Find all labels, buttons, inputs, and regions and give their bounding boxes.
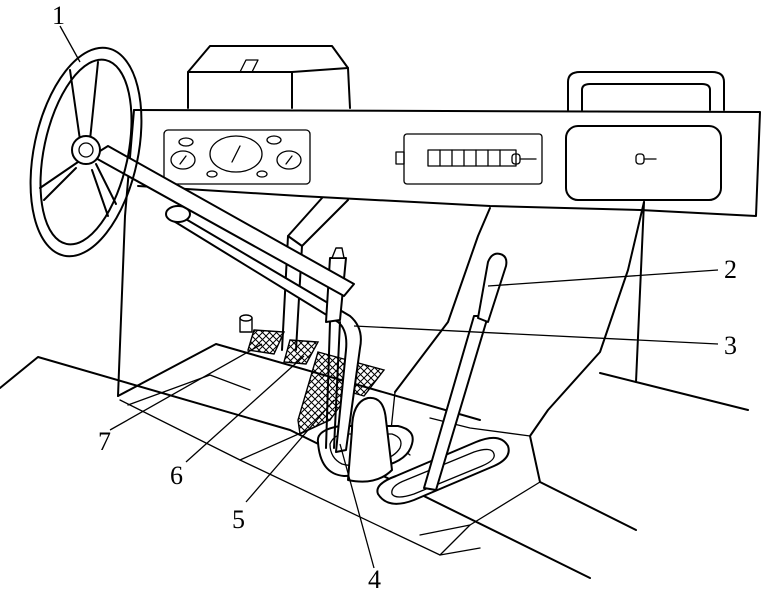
- callout-labels: 1 2 3 4 5 6 7: [52, 1, 737, 590]
- handbrake-slot: [376, 436, 510, 505]
- cab-body: [0, 109, 749, 579]
- steering-wheel: [29, 46, 143, 258]
- callout-6: 6: [170, 461, 183, 490]
- callout-3: 3: [724, 331, 737, 360]
- gear-shift-slot: [316, 396, 414, 483]
- callout-1: 1: [52, 1, 65, 30]
- callout-4: 4: [368, 565, 381, 590]
- handbrake-lever: [423, 252, 508, 491]
- center-console: [389, 201, 645, 556]
- callout-2: 2: [724, 255, 737, 284]
- gear-lever: [165, 205, 362, 453]
- dashboard: [133, 45, 761, 217]
- steering-support: [281, 197, 349, 351]
- callout-7: 7: [98, 427, 111, 456]
- leader-lines: [59, 25, 719, 569]
- callout-5: 5: [232, 505, 245, 534]
- clutch-pedal: [239, 314, 286, 355]
- brake-pedal: [283, 339, 320, 365]
- steering-column: [91, 145, 355, 297]
